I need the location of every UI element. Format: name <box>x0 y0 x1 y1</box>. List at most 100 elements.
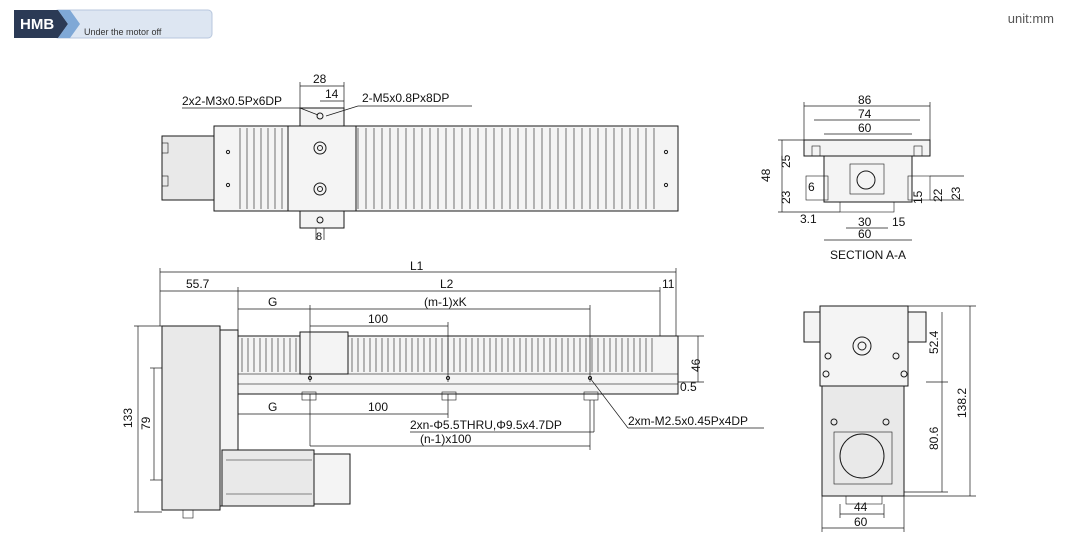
section-base <box>839 201 895 213</box>
dim-mK: (m-1)xK <box>424 295 467 309</box>
top-tap-hole-1 <box>316 112 324 120</box>
callout-leader-left <box>299 107 319 116</box>
end-motor-screw-2 <box>882 418 890 426</box>
dim-n100: (n-1)x100 <box>420 432 472 446</box>
end-motor-face <box>833 431 893 485</box>
tag-badge <box>14 10 68 38</box>
section-view: 86 74 60 48 25 6 23 15 22 23 3.1 30 15 6… <box>759 93 964 262</box>
top-carriage-hole-2-inner <box>317 186 323 192</box>
dim-14: 14 <box>325 87 339 101</box>
section-left-rail <box>805 175 829 201</box>
top-motor-notch-1 <box>161 142 169 154</box>
section-right-rail <box>907 175 931 201</box>
dim-L1: L1 <box>410 259 424 273</box>
dim-138-2: 138.2 <box>955 388 969 418</box>
side-counterbore-1 <box>301 391 317 401</box>
callout-leader-tap <box>589 377 629 429</box>
end-cap <box>819 305 909 387</box>
dim-100-bottom: 100 <box>368 400 388 414</box>
callout-left: 2x2-M3x0.5Px6DP <box>182 94 282 108</box>
side-carriage <box>299 331 349 375</box>
section-label: SECTION A-A <box>830 248 906 262</box>
end-view: 138.2 52.4 80.6 44 60 <box>803 305 976 532</box>
dim-44: 44 <box>854 500 868 514</box>
top-tap-hole-2 <box>316 216 324 224</box>
callout-leader-right <box>325 105 359 117</box>
dim-46: 46 <box>689 358 703 372</box>
top-carriage-hole-1-inner <box>317 145 323 151</box>
callout-thru: 2xn-Φ5.5THRU,Φ9.5x4.7DP <box>410 418 562 432</box>
dim-22: 22 <box>931 188 945 202</box>
side-view: L1 55.7 L2 11 G (m-1)xK 100 46 0.5 G 100… <box>121 259 764 519</box>
end-foot <box>845 495 883 505</box>
dim-60-end: 60 <box>854 515 868 529</box>
dim-80-6: 80.6 <box>927 426 941 450</box>
dim-6: 6 <box>808 180 815 194</box>
section-tap-right <box>913 145 923 157</box>
dim-30: 30 <box>858 215 872 229</box>
side-counterbore-3 <box>583 391 599 401</box>
dim-60: 60 <box>858 121 872 135</box>
tag-caption: Under the motor off <box>84 27 162 37</box>
end-motor-screw-1 <box>830 418 838 426</box>
dim-60-bottom: 60 <box>858 227 872 241</box>
section-screw <box>856 170 876 190</box>
dim-8: 8 <box>316 231 322 243</box>
dim-28: 28 <box>313 72 327 86</box>
end-motor-circle <box>839 433 885 479</box>
top-bellows-left <box>239 128 283 209</box>
top-bellows-right <box>357 128 655 209</box>
dim-15-bottom: 15 <box>892 215 906 229</box>
top-screw-3 <box>663 149 669 155</box>
tag-badge-accent <box>58 10 80 38</box>
top-screw-4 <box>663 182 669 188</box>
top-screw-2 <box>225 182 231 188</box>
top-view: 28 14 2x2-M3x0.5Px6DP 2-M5x0.8Px8DP 8 <box>161 72 679 243</box>
dim-74: 74 <box>858 107 872 121</box>
dim-G-bottom: G <box>268 400 277 414</box>
dim-0-5: 0.5 <box>680 380 697 394</box>
unit-label: unit:mm <box>1007 11 1054 26</box>
side-motor-lower <box>221 449 315 507</box>
top-screw-1 <box>225 149 231 155</box>
dim-3-1: 3.1 <box>800 212 817 226</box>
side-counterbore-2 <box>441 391 457 401</box>
side-motor-foot <box>182 509 194 519</box>
side-motor-housing <box>161 325 221 511</box>
dim-15-right: 15 <box>911 190 925 204</box>
top-carriage-plate <box>287 125 357 212</box>
callout-right: 2-M5x0.8Px8DP <box>362 91 449 105</box>
dim-52-4: 52.4 <box>927 330 941 354</box>
dim-55-7: 55.7 <box>186 277 210 291</box>
end-screw-1 <box>824 352 832 360</box>
side-rail-base <box>237 373 679 385</box>
dim-23-right: 23 <box>949 186 963 200</box>
section-nut <box>849 163 885 195</box>
dim-48: 48 <box>759 168 773 182</box>
dim-79: 79 <box>139 416 153 430</box>
end-shaft-inner <box>857 341 867 351</box>
section-tap-left <box>811 145 821 157</box>
dim-86: 86 <box>858 93 872 107</box>
dim-L2: L2 <box>440 277 454 291</box>
dim-23-left: 23 <box>779 190 793 204</box>
top-motor-block <box>161 135 215 201</box>
end-screw-4 <box>900 370 908 378</box>
side-bellows <box>241 338 653 372</box>
dim-11: 11 <box>662 277 675 291</box>
callout-tap: 2xm-M2.5x0.45Px4DP <box>628 414 748 428</box>
top-carriage-hole-2 <box>313 182 327 196</box>
model-tag: HMB Under the motor off <box>14 9 213 39</box>
section-body <box>823 155 913 203</box>
dim-133: 133 <box>121 408 135 428</box>
end-screw-2 <box>892 352 900 360</box>
end-screw-3 <box>822 370 830 378</box>
top-carriage-hole-1 <box>313 141 327 155</box>
top-motor-notch-2 <box>161 175 169 187</box>
end-shaft <box>852 336 872 356</box>
dim-100-top: 100 <box>368 312 388 326</box>
tag-badge-text: HMB <box>20 16 54 33</box>
side-motor-cap <box>313 453 351 505</box>
dim-G-top: G <box>268 295 277 309</box>
